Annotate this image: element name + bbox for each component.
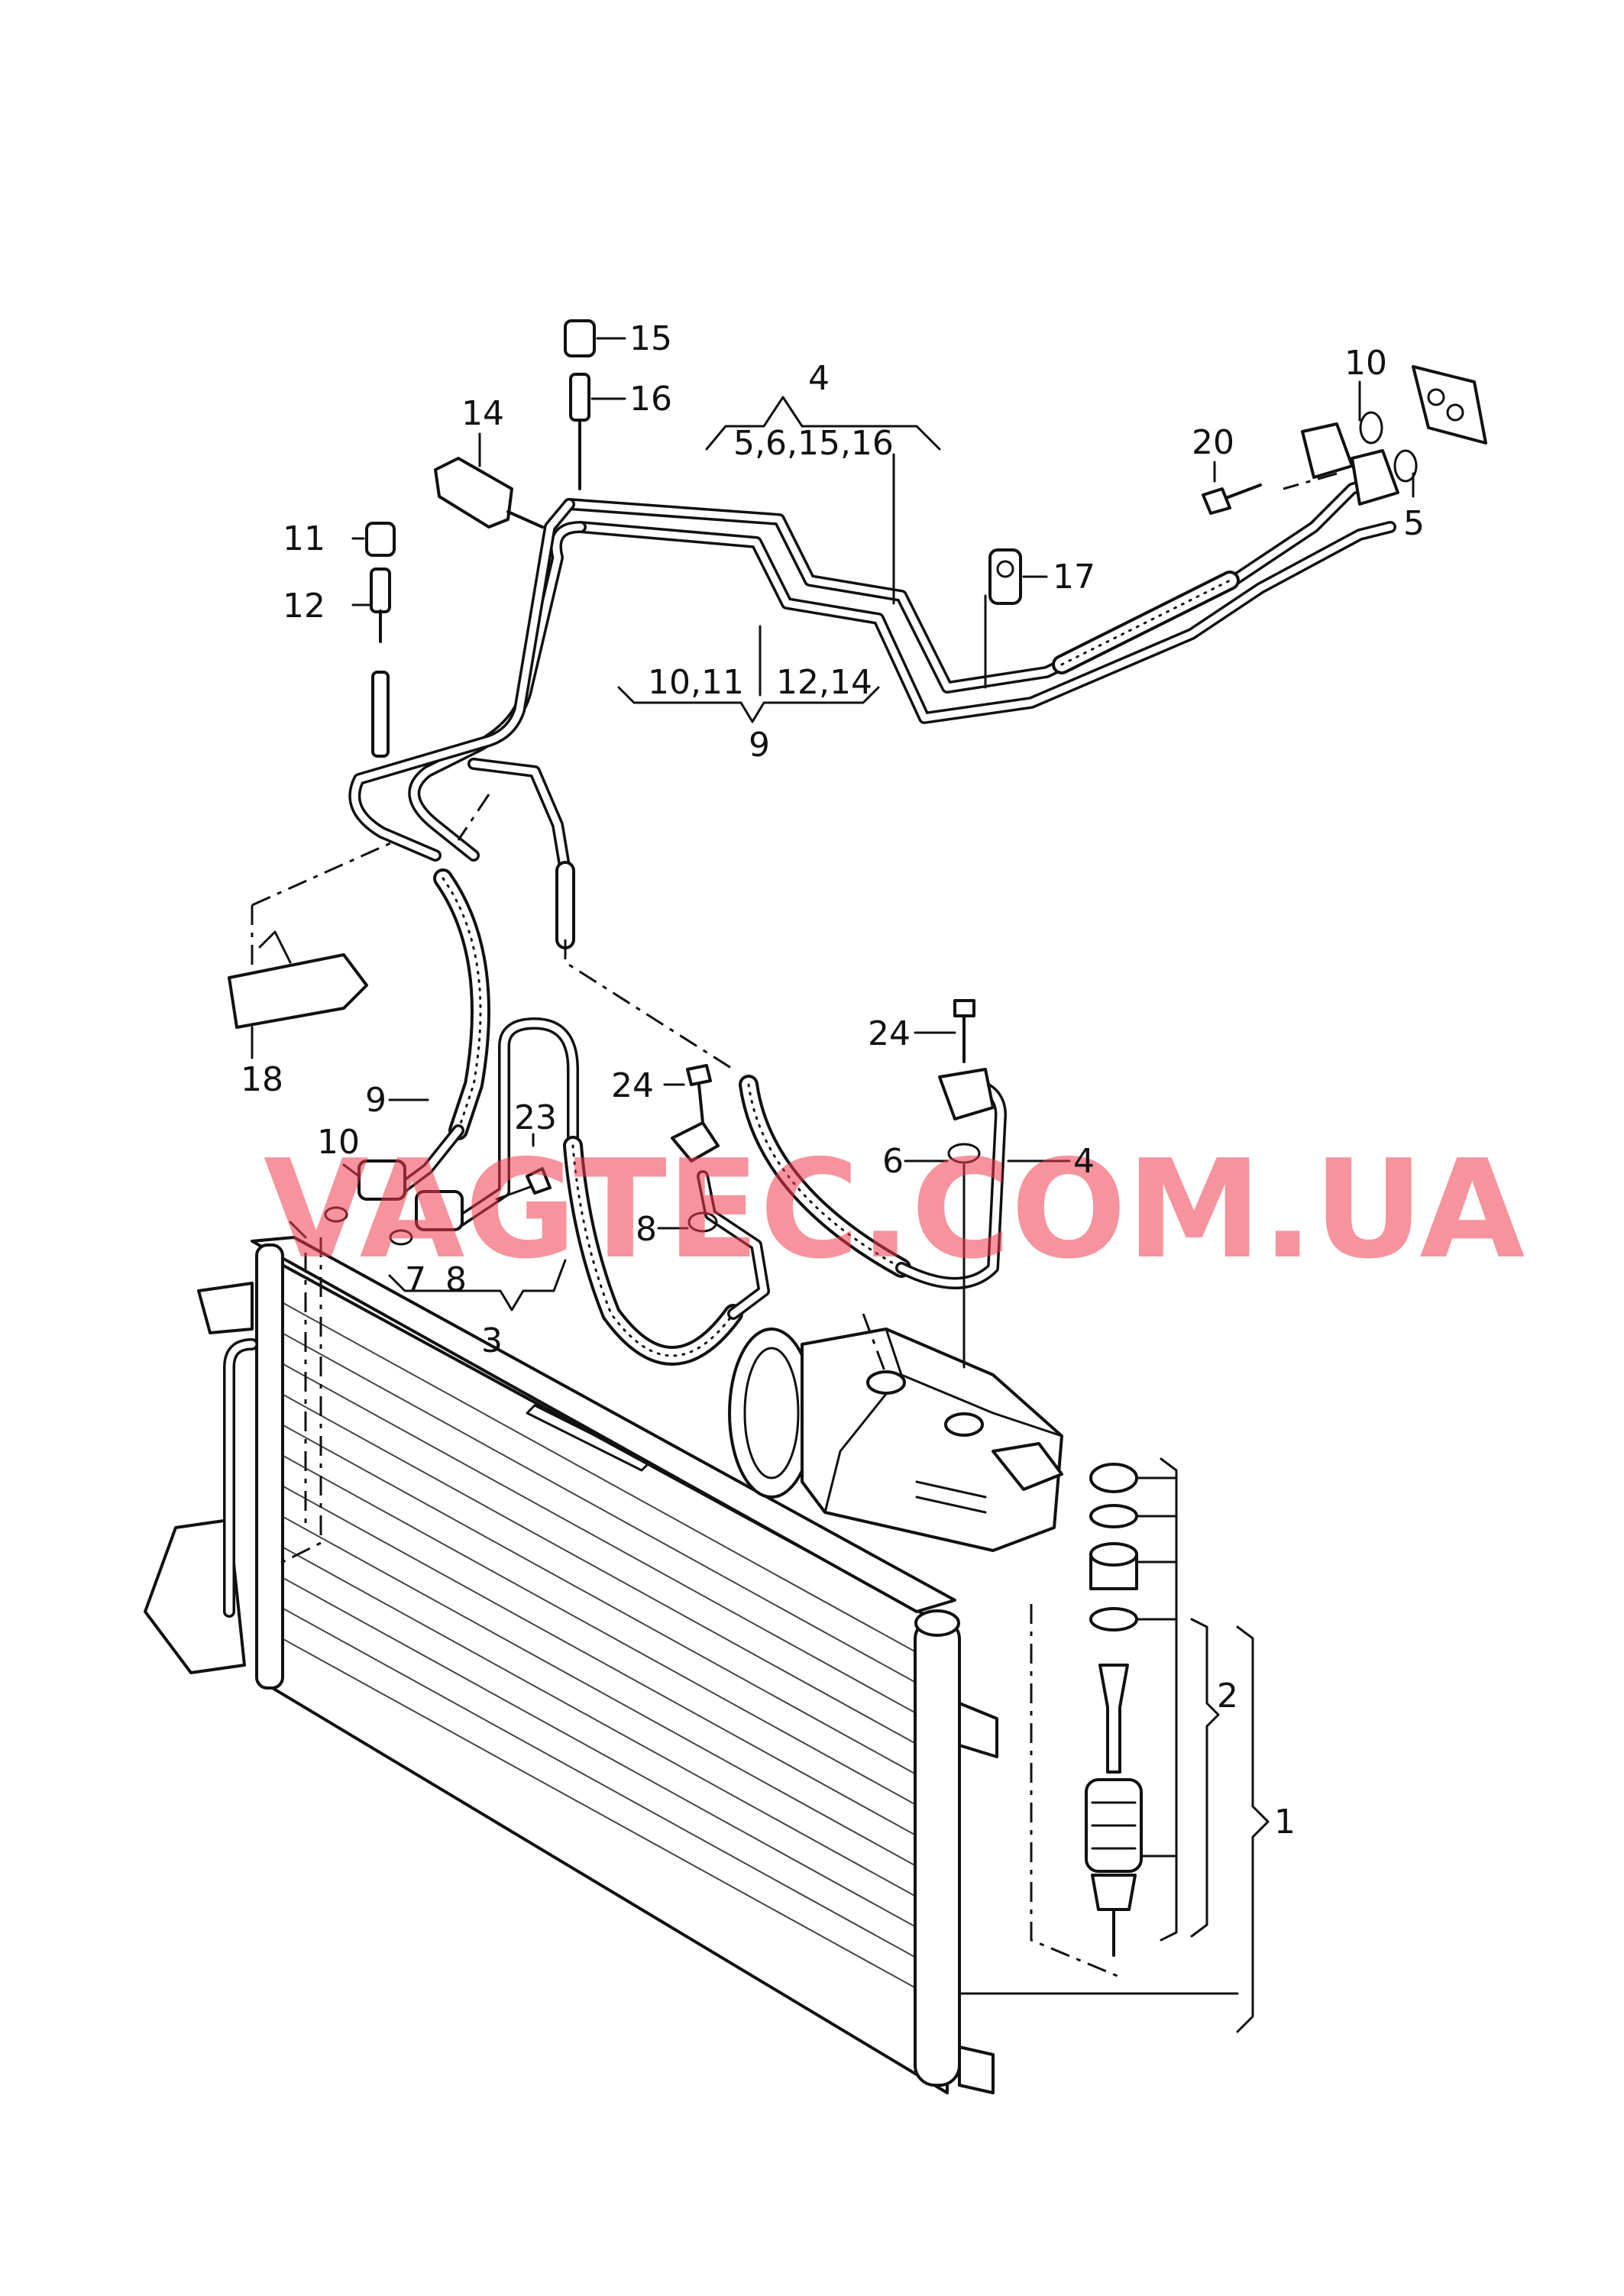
callout-8-left: 8 (445, 1260, 467, 1299)
callout-24-mid: 24 (611, 1066, 654, 1105)
callout-18: 18 (241, 1060, 283, 1099)
watermark-text: VAGTEC.COM.UA (264, 1130, 1525, 1289)
callout-1: 1 (1274, 1803, 1296, 1842)
callout-23: 23 (514, 1098, 557, 1137)
callout-7: 7 (405, 1260, 426, 1299)
callout-10-left: 10 (317, 1123, 360, 1162)
callout-2: 2 (1217, 1677, 1238, 1716)
callout-8-mid: 8 (636, 1210, 657, 1249)
callout-11: 11 (283, 519, 325, 558)
callout-9-top: 9 (749, 726, 770, 765)
callout-6: 6 (882, 1142, 904, 1181)
callout-17: 17 (1053, 558, 1095, 597)
callout-3: 3 (481, 1321, 503, 1360)
condenser-fins (274, 1298, 940, 2002)
callout-20: 20 (1192, 423, 1234, 462)
callout-24-right: 24 (868, 1014, 911, 1053)
callout-9-group-left: 10,11 (648, 663, 744, 702)
callout-5: 5 (1403, 504, 1425, 543)
fittings (228, 319, 1487, 1369)
callout-labels: 15 16 14 11 12 4 5,6,15,16 10 20 5 17 10… (241, 319, 1425, 1842)
dryer-cartridge-assembly (958, 1457, 1270, 2033)
refrigerant-lines (348, 475, 1396, 1366)
dash-dot-leaders (251, 472, 1338, 1567)
callout-15: 15 (629, 319, 672, 358)
callout-10-top: 10 (1344, 344, 1387, 383)
callout-4-group: 5,6,15,16 (733, 424, 894, 463)
callout-14: 14 (461, 394, 504, 433)
callout-4-right: 4 (1073, 1142, 1095, 1181)
callout-9-left: 9 (365, 1081, 387, 1120)
callout-9-group-right: 12,14 (776, 663, 872, 702)
callout-4-top: 4 (808, 359, 830, 398)
condenser (144, 1236, 998, 2094)
callout-16: 16 (629, 380, 672, 419)
ac-compressor (728, 1327, 1063, 1552)
callout-12: 12 (283, 587, 325, 626)
callout-leaders (251, 337, 1415, 1311)
